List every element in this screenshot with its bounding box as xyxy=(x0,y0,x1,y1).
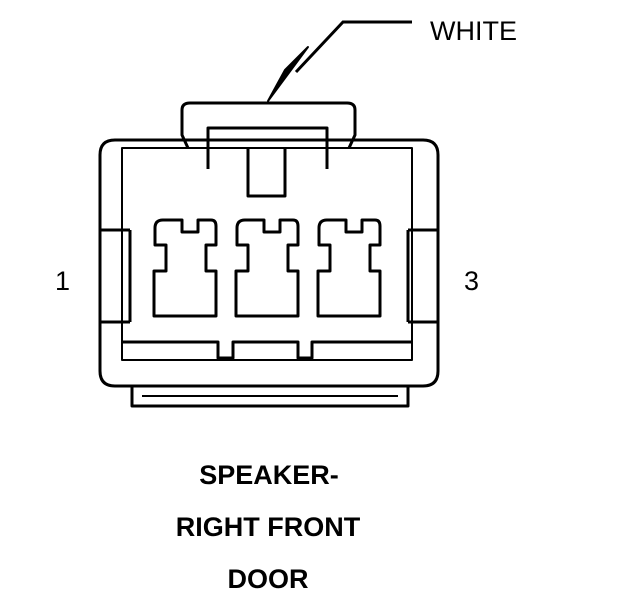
pin-label-right: 3 xyxy=(464,266,479,296)
callout-color-label: WHITE xyxy=(430,16,517,46)
terminal-cavity-1 xyxy=(152,218,218,318)
terminal-cavity-2 xyxy=(234,218,300,318)
bottom-ledge xyxy=(122,340,412,360)
callout-arrowhead xyxy=(267,46,309,102)
terminal-cavity-3 xyxy=(316,218,382,318)
latch-post xyxy=(246,148,287,198)
inner-body xyxy=(121,147,413,361)
caption-line-1: SPEAKER- xyxy=(199,460,339,490)
connector-housing xyxy=(98,101,440,408)
caption-line-2: RIGHT FRONT xyxy=(176,512,361,542)
outer-shell xyxy=(98,138,440,388)
caption-line-3: DOOR xyxy=(228,564,309,594)
latch-tab xyxy=(180,101,357,149)
pin-label-left: 1 xyxy=(55,266,70,296)
callout-leader xyxy=(294,20,412,74)
base-plate xyxy=(130,386,410,408)
callout-line xyxy=(294,20,412,74)
